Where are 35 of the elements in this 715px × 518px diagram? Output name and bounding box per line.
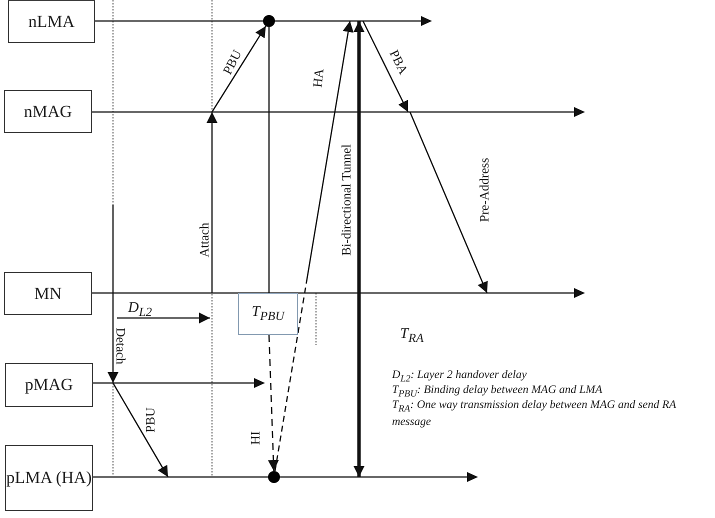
entity-box: pMAG (5, 363, 93, 407)
edge-label: HI (248, 431, 262, 445)
entity-box: nMAG (4, 90, 92, 133)
connector-line (268, 27, 270, 293)
arrow (274, 20, 354, 472)
delay-label: T$_{RA}$ (400, 326, 424, 346)
arrow (112, 382, 169, 478)
arrow (211, 26, 266, 112)
delay-box: T$_{PBU}$ (238, 293, 298, 335)
edge-label: PBU (144, 407, 156, 433)
edge-label: Detach (114, 328, 128, 364)
note-text: D$_{L2}$: Layer 2 handover delay (392, 368, 528, 385)
edge-label: HA (310, 68, 326, 88)
arrow (409, 112, 488, 294)
edge-label: Bi-directional Tunnel (340, 144, 352, 256)
timeline-arrow (92, 105, 585, 119)
entity-box: MN (4, 272, 92, 315)
timeline-arrow (93, 470, 478, 484)
arrow (206, 112, 218, 293)
edge-label: Attach (198, 222, 210, 258)
timeline-arrow (93, 376, 265, 390)
note-text: T$_{RA}$: One way transmission delay between MAG and send RA message (392, 398, 678, 430)
entity-box: pLMA (HA) (5, 445, 93, 511)
edge-label: PBA (388, 48, 410, 76)
arrow (108, 205, 118, 383)
edge-label: Pre-Address (478, 158, 490, 222)
note-text: T$_{PBU}$: Binding delay between MAG and LMA (392, 383, 604, 400)
arrow (354, 21, 364, 477)
edge-label: PBU (220, 48, 244, 76)
delay-label: D$_{L2}$ (128, 300, 152, 320)
timeline-arrow (95, 14, 432, 28)
timeline-arrow (92, 286, 585, 300)
entity-box: nLMA (8, 0, 95, 43)
arrow (268, 334, 279, 472)
arrow (362, 20, 409, 112)
